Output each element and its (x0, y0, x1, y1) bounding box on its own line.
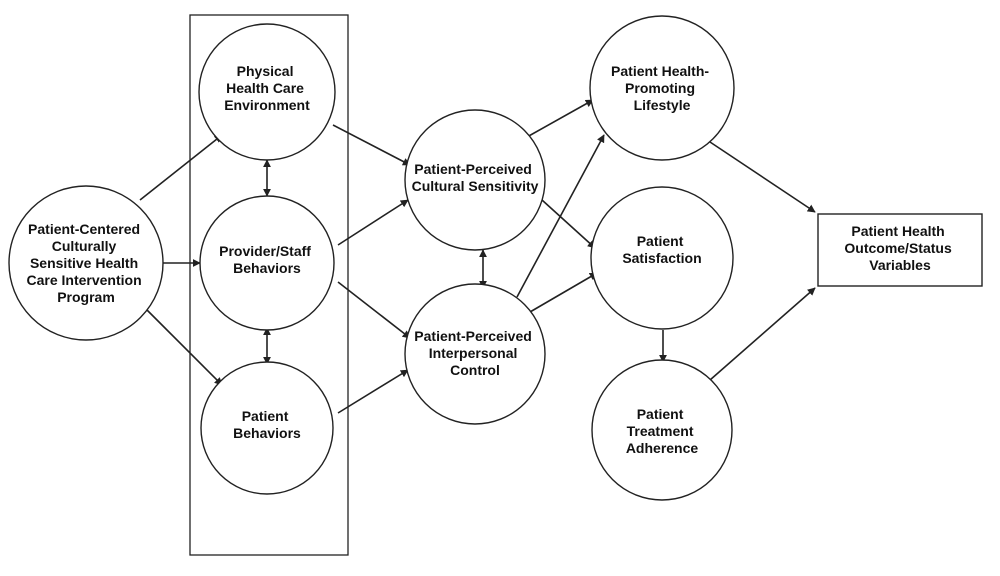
node-patient-behaviors: Patient Behaviors (200, 361, 334, 495)
node-satisfaction-circle (590, 186, 734, 330)
edge-environment-to-cultural-sensitivity (332, 124, 411, 166)
node-lifestyle-label: Patient Health- Promoting Lifestyle (611, 63, 713, 113)
node-outcome-label: Patient Health Outcome/Status Variables (844, 223, 955, 273)
node-satisfaction-line-2: Satisfaction (622, 250, 701, 266)
node-outcome: Patient Health Outcome/Status Variables (817, 213, 983, 287)
node-provider-label: Provider/Staff Behaviors (219, 243, 315, 276)
node-cultural-sensitivity: Patient-Perceived Cultural Sensitivity (404, 109, 546, 251)
node-lifestyle-line-1: Patient Health- (611, 63, 709, 79)
node-outcome-line-1: Patient Health (851, 223, 944, 239)
node-satisfaction-label: Patient Satisfaction (622, 233, 701, 266)
node-program-circle (8, 185, 164, 341)
node-environment-label: Physical Health Care Environment (224, 63, 310, 113)
node-outcome-line-2: Outcome/Status (844, 240, 952, 256)
edges (139, 99, 816, 414)
node-lifestyle: Patient Health- Promoting Lifestyle (589, 15, 735, 161)
edge-lifestyle-to-outcome (709, 141, 816, 213)
node-adherence-line-1: Patient (637, 406, 684, 422)
node-program-label: Patient-Centered Culturally Sensitive He… (26, 221, 145, 305)
edge-adherence-to-outcome (709, 287, 816, 381)
node-interpersonal-control-line-3: Control (450, 362, 500, 378)
node-cultural-sensitivity-line-2: Cultural Sensitivity (412, 178, 539, 194)
node-lifestyle-line-2: Promoting (625, 80, 695, 96)
node-program-line-4: Care Intervention (26, 272, 141, 288)
node-outcome-box (817, 213, 983, 287)
node-program-line-1: Patient-Centered (28, 221, 140, 237)
node-program-line-3: Sensitive Health (30, 255, 138, 271)
node-lifestyle-circle (589, 15, 735, 161)
node-environment-line-2: Health Care (226, 80, 304, 96)
edge-interpersonal-control-to-lifestyle (516, 134, 605, 298)
node-provider-line-2: Behaviors (233, 260, 301, 276)
node-lifestyle-line-3: Lifestyle (634, 97, 691, 113)
node-interpersonal-control-line-2: Interpersonal (429, 345, 518, 361)
node-program-line-2: Culturally (52, 238, 117, 254)
mediator-group-box (189, 14, 349, 556)
node-provider: Provider/Staff Behaviors (199, 195, 335, 331)
node-provider-circle (199, 195, 335, 331)
edge-program-to-patient-behaviors (144, 307, 223, 386)
node-interpersonal-control: Patient-Perceived Interpersonal Control (404, 283, 546, 425)
node-cultural-sensitivity-circle (404, 109, 546, 251)
node-adherence-label: Patient Treatment Adherence (626, 406, 699, 456)
edge-program-to-environment (139, 134, 223, 201)
node-adherence: Patient Treatment Adherence (591, 359, 733, 501)
node-program: Patient-Centered Culturally Sensitive He… (8, 185, 164, 341)
node-satisfaction-line-1: Patient (637, 233, 684, 249)
node-interpersonal-control-label: Patient-Perceived Interpersonal Control (414, 328, 535, 378)
node-cultural-sensitivity-label: Patient-Perceived Cultural Sensitivity (412, 161, 539, 194)
edge-cultural-sensitivity-to-lifestyle (526, 99, 594, 138)
node-adherence-line-2: Treatment (627, 423, 694, 439)
node-environment-circle (198, 23, 336, 161)
node-adherence-circle (591, 359, 733, 501)
node-interpersonal-control-line-1: Patient-Perceived (414, 328, 532, 344)
node-cultural-sensitivity-line-1: Patient-Perceived (414, 161, 532, 177)
edge-cultural-sensitivity-to-satisfaction (541, 199, 596, 249)
node-outcome-line-3: Variables (869, 257, 931, 273)
node-patient-behaviors-label: Patient Behaviors (233, 408, 301, 441)
node-patient-behaviors-line-1: Patient (242, 408, 289, 424)
node-patient-behaviors-circle (200, 361, 334, 495)
edge-provider-to-interpersonal-control (337, 281, 411, 339)
node-satisfaction: Patient Satisfaction (590, 186, 734, 330)
edge-provider-to-cultural-sensitivity (337, 199, 409, 246)
edge-patient-behaviors-to-interpersonal-control (337, 369, 409, 414)
node-provider-line-1: Provider/Staff (219, 243, 311, 259)
node-environment-line-1: Physical (237, 63, 294, 79)
node-environment: Physical Health Care Environment (198, 23, 336, 161)
node-interpersonal-control-circle (404, 283, 546, 425)
edge-interpersonal-control-to-satisfaction (529, 272, 598, 313)
node-environment-line-3: Environment (224, 97, 310, 113)
node-adherence-line-3: Adherence (626, 440, 699, 456)
node-program-line-5: Program (57, 289, 115, 305)
node-patient-behaviors-line-2: Behaviors (233, 425, 301, 441)
